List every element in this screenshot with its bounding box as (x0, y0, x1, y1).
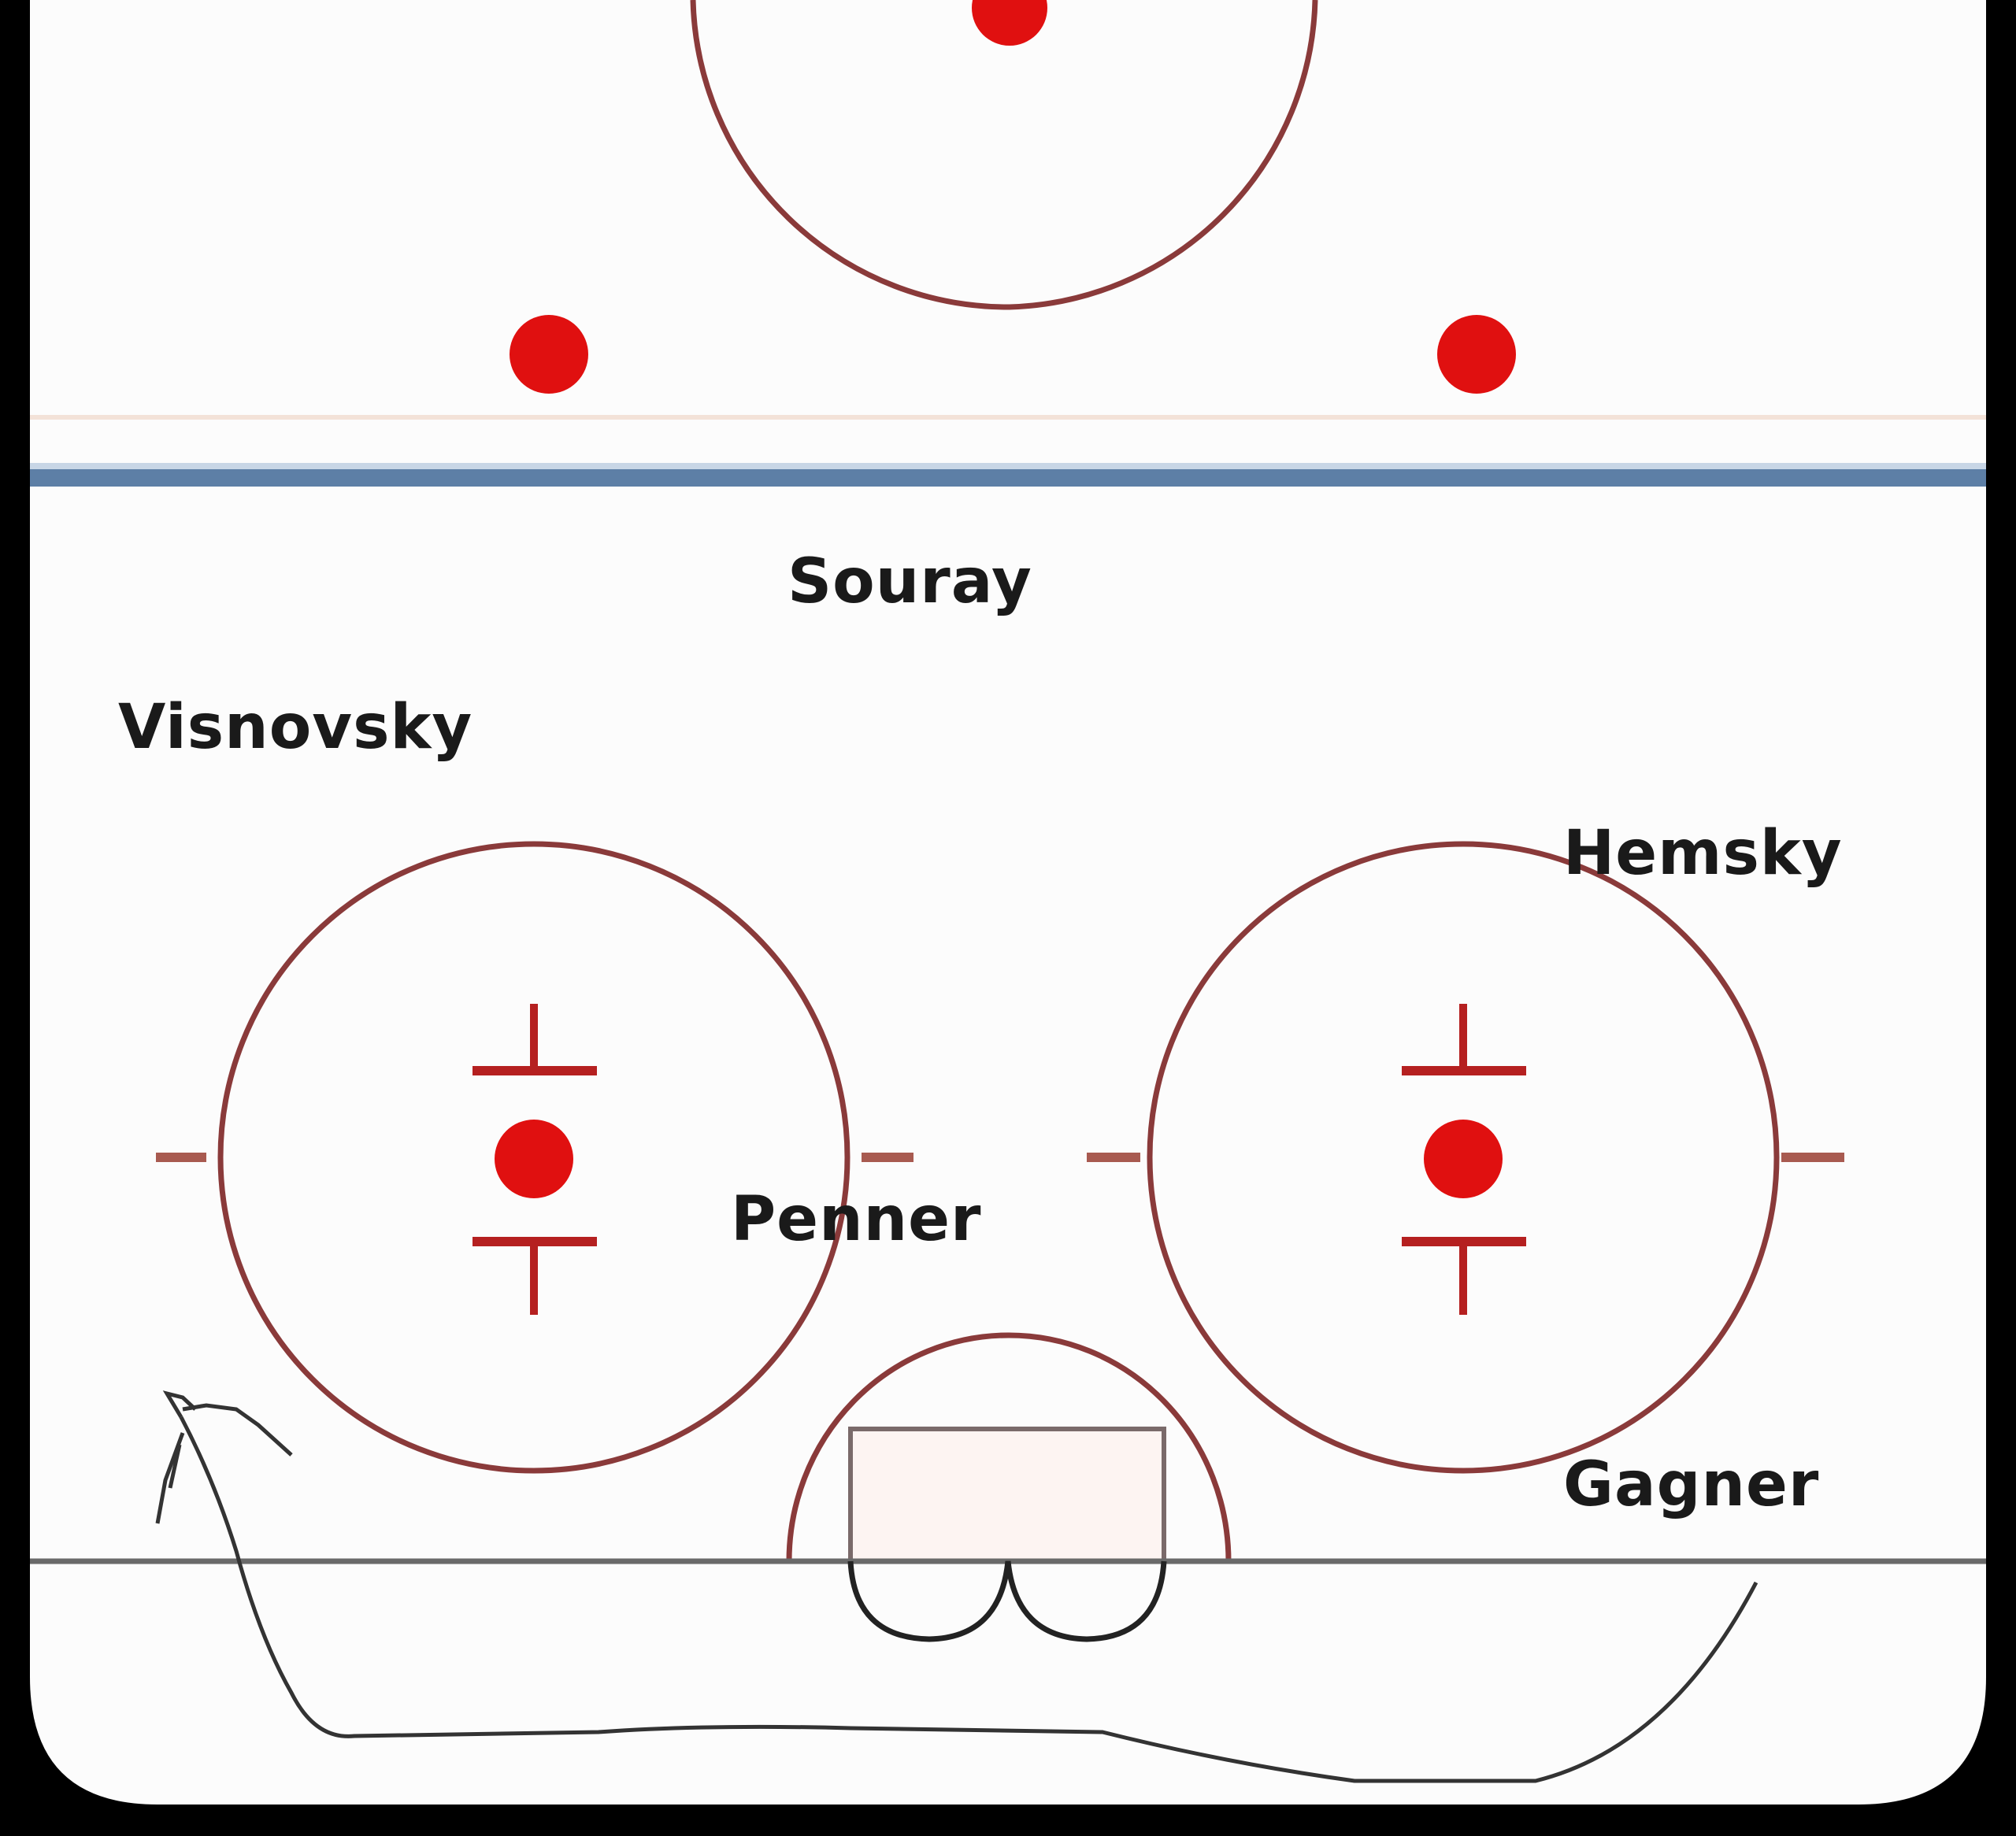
pass-path-line (179, 1416, 1758, 1783)
center-faceoff-circle (690, 0, 1318, 310)
player-label-visnovsky: Visnovsky (118, 692, 472, 763)
neutral-dot-right (1437, 315, 1516, 394)
right-faceoff-dot (1424, 1120, 1503, 1198)
blue-line-shadow (30, 463, 1986, 469)
neutral-dot-left (510, 315, 588, 394)
right-faceoff-circle (1087, 841, 1844, 1474)
goal-net (848, 1427, 1166, 1564)
player-label-souray: Souray (788, 546, 1032, 617)
net-bulge (847, 1560, 1167, 1642)
ice-surface (30, 0, 1986, 1805)
center-faceoff-dot (972, 0, 1047, 46)
player-label-penner: Penner (731, 1184, 982, 1255)
skater-stick-icon (155, 1390, 293, 1524)
player-label-hemsky: Hemsky (1563, 818, 1843, 889)
left-faceoff-circle (156, 841, 914, 1474)
goal-crease (786, 1332, 1232, 1562)
left-faceoff-dot (495, 1120, 573, 1198)
player-label-gagner: Gagner (1563, 1449, 1819, 1520)
blue-line (30, 469, 1986, 487)
